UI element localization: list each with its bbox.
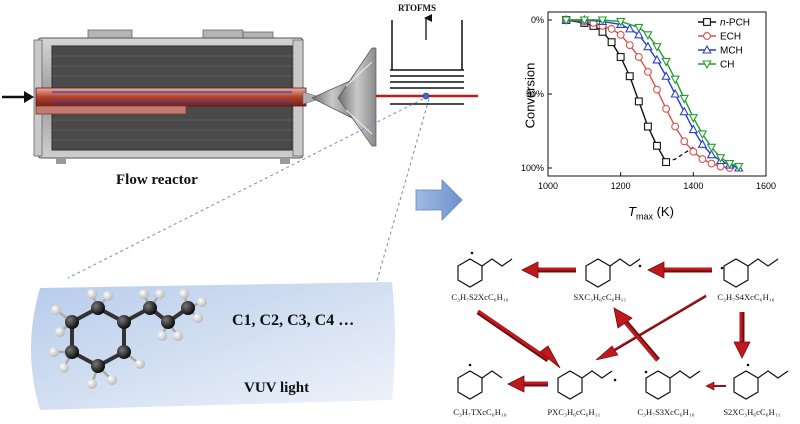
- data-point-MCH: [679, 106, 689, 116]
- x-tick-label: 1400: [683, 181, 703, 191]
- y-tick-label: 50%: [526, 89, 544, 99]
- chart-ylabel: Conversion: [522, 62, 538, 129]
- data-point-ECH: [680, 137, 689, 146]
- data-point-CH: [679, 94, 689, 104]
- molecule-label-br: S2XC₃H₆cC₆H₁₁: [723, 407, 781, 417]
- data-point-CH: [697, 130, 708, 140]
- data-point-ECH: [707, 159, 716, 168]
- data-point-CH: [561, 16, 571, 26]
- data-point-MCH: [634, 29, 644, 39]
- y-tick-label: 100%: [521, 163, 544, 173]
- data-point-MCH: [697, 139, 708, 148]
- chart-xlabel: Tmax (K): [628, 204, 674, 222]
- data-point-ECH: [616, 30, 625, 39]
- data-point-MCH: [670, 88, 680, 98]
- x-tick-label: 1000: [538, 181, 558, 191]
- data-point-CH: [661, 57, 671, 67]
- data-point-MCH: [652, 54, 662, 64]
- reaction-network: [457, 258, 789, 400]
- data-point-CH: [724, 160, 735, 169]
- data-point-CH: [634, 23, 644, 33]
- data-point-n-PCH: [625, 72, 634, 81]
- data-point-ECH: [653, 85, 661, 94]
- data-point-CH: [688, 114, 699, 123]
- legend-label-n-PCH: n-PCH: [720, 18, 750, 29]
- legend-marker-MCH: [702, 44, 712, 54]
- data-point-ECH: [671, 122, 680, 131]
- legend-marker-ECH: [703, 32, 711, 40]
- x-tick-label: 1600: [756, 181, 776, 191]
- molecule-label-tr: C₃H₇S4XcC₆H₁₀: [717, 292, 775, 302]
- data-point-MCH: [706, 149, 717, 159]
- data-point-CH: [670, 75, 680, 85]
- data-point-MCH: [643, 41, 653, 51]
- data-point-n-PCH: [662, 158, 671, 167]
- legend-label-MCH: MCH: [720, 46, 743, 57]
- vuv-light-label: VUV light: [244, 380, 310, 396]
- data-point-n-PCH: [634, 97, 643, 106]
- data-point-n-PCH: [607, 38, 616, 47]
- data-point-CH: [715, 154, 726, 163]
- data-point-CH: [615, 17, 626, 27]
- chart-xlabel-symbol: T: [628, 204, 636, 219]
- molecule-label-bml: PXC₃H₆cC₆H₁₁: [547, 407, 601, 417]
- legend-label-CH: CH: [720, 60, 734, 71]
- data-point-n-PCH: [653, 141, 661, 150]
- data-point-n-PCH: [643, 122, 652, 131]
- flow-reactor: [2, 14, 478, 164]
- legend-marker-n-PCH: [703, 18, 711, 26]
- radical-dots: [468, 251, 750, 382]
- flow-reactor-label: Flow reactor: [116, 172, 198, 188]
- fragments-label: C1, C2, C3, C4 …: [232, 312, 355, 329]
- projection-lines: [67, 98, 430, 285]
- chart-xlabel-subscript: max: [635, 211, 653, 222]
- x-tick-label: 1200: [611, 181, 631, 191]
- data-point-MCH: [625, 23, 635, 33]
- rtofms-label: RTOFMS: [398, 3, 437, 13]
- vuv-beam: [31, 282, 395, 410]
- data-point-CH: [643, 31, 653, 40]
- data-point-ECH: [689, 147, 698, 156]
- y-tick-label: 0%: [531, 15, 544, 25]
- series-extrapolation-n-PCH: [665, 146, 694, 163]
- data-point-MCH: [688, 124, 699, 134]
- conversion-chart: 1000 1200 1400 1600 0% 50% 100% n-PCH ECH MCH CH: [521, 11, 776, 191]
- data-point-ECH: [607, 24, 616, 33]
- legend-label-ECH: ECH: [720, 32, 741, 43]
- reaction-arrows: [476, 261, 751, 393]
- data-point-CH: [706, 143, 717, 153]
- data-point-n-PCH: [616, 53, 625, 61]
- data-point-ECH: [698, 155, 707, 164]
- legend-marker-CH: [702, 60, 712, 70]
- data-point-CH: [597, 16, 608, 26]
- data-point-CH: [579, 16, 590, 26]
- data-point-ECH: [643, 67, 652, 76]
- data-point-MCH: [661, 71, 671, 80]
- molecule-label-tl: C₃H₇S2XcC₆H₁₀: [451, 292, 509, 302]
- data-point-ECH: [662, 104, 671, 113]
- molecule-label-bmr: C₃H₇S3XcC₆H₁₀: [637, 407, 695, 417]
- data-point-ECH: [625, 41, 634, 50]
- data-point-CH: [734, 162, 744, 172]
- process-arrow: [415, 179, 463, 221]
- molecule-label-bl: C₃H₇TXcC₆H₁₀: [453, 407, 507, 417]
- molecule-label-tm: SXC₃H₆cC₆H₁₁: [573, 292, 627, 302]
- data-point-ECH: [634, 53, 643, 61]
- data-point-CH: [652, 43, 662, 52]
- chart-xlabel-unit: (K): [656, 204, 674, 219]
- series-line-CH: [566, 19, 739, 168]
